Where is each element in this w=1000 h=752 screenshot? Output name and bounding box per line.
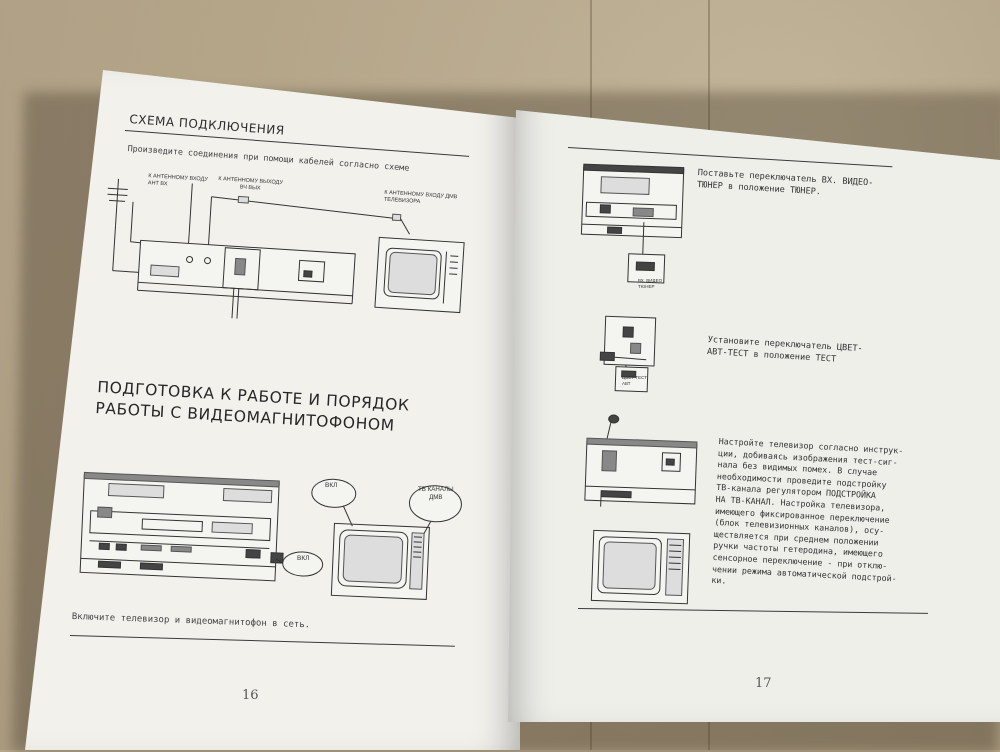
step2-switch-label: ЦВЕТ ТЕСТ АВТ [622,375,647,387]
step1-switch-label: ВХ. ВИДЕО ТЮНЕР [638,278,662,290]
step3-illustration [584,410,704,610]
page-number-right: 17 [755,676,772,691]
step3-text: Настройте телевизор согласно инструк- ци… [711,436,903,596]
page-number-left: 16 [242,688,259,703]
callout-vcr-on: ВКЛ [297,555,309,562]
callout-tv-channels: ТВ КАНАЛЫ ДМВ [418,486,454,502]
callout-tv-on: ВКЛ [325,482,337,489]
step1-illustration [580,160,690,290]
vcr-tv-illustration [75,460,465,600]
